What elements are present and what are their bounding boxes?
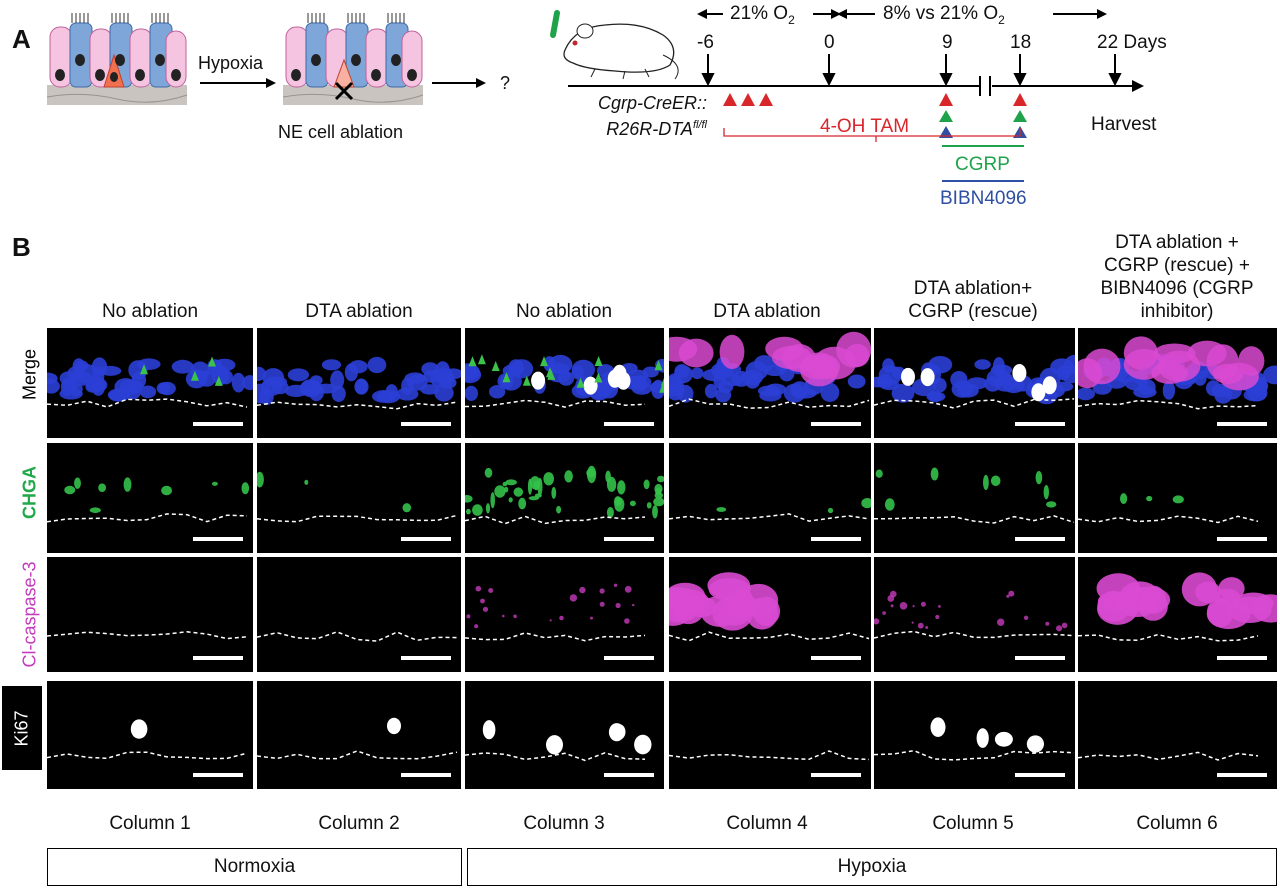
question-mark: ? — [500, 73, 511, 93]
scale-bar — [193, 537, 243, 541]
scale-bar — [1217, 773, 1267, 777]
row-label-chga: CHGA — [19, 466, 40, 519]
micrograph-ki67-col1 — [47, 681, 253, 789]
micrograph-chga-col6 — [1078, 443, 1277, 553]
micrograph-merge-col1 — [47, 328, 253, 438]
epithelium-ablated-illustration — [282, 13, 424, 105]
tam-label: 4-OH TAM — [820, 116, 910, 137]
day-tick-22: 22 Days — [1097, 32, 1167, 53]
scale-bar — [811, 537, 861, 541]
scale-bar — [401, 537, 451, 541]
scale-bar — [401, 773, 451, 777]
micrograph-ki67-col5 — [874, 681, 1075, 789]
scale-bar — [604, 773, 654, 777]
o2-phase1-label: 21% O2 — [730, 3, 795, 27]
micrograph-caspase-col2 — [257, 557, 461, 672]
micrograph-chga-col1 — [47, 443, 253, 553]
micrograph-caspase-col1 — [47, 557, 253, 672]
micrograph-merge-col2 — [257, 328, 461, 438]
scale-bar — [604, 422, 654, 426]
column-header-2: DTA ablation — [305, 301, 413, 322]
column-number-1: Column 1 — [109, 813, 191, 834]
micrograph-caspase-col3 — [465, 557, 664, 672]
scale-bar — [401, 422, 451, 426]
panel-b-letter: B — [12, 232, 31, 262]
day-tick-18: 18 — [1010, 32, 1032, 53]
epithelium-normal-illustration — [46, 13, 188, 105]
ablation-caption: NE cell ablation — [278, 122, 404, 142]
micrograph-merge-col5 — [874, 328, 1075, 438]
scale-bar — [811, 656, 861, 660]
harvest-label: Harvest — [1091, 114, 1157, 135]
column-number-4: Column 4 — [726, 813, 808, 834]
scale-bar — [193, 773, 243, 777]
row-label-ki67: Ki67 — [11, 710, 32, 747]
micrograph-chga-col3 — [465, 443, 664, 553]
group-hypoxia: Hypoxia — [467, 848, 1277, 886]
group-hypoxia-label: Hypoxia — [837, 856, 907, 877]
scale-bar — [604, 537, 654, 541]
row-label-ki67-box — [2, 686, 42, 770]
day-tick-0: 0 — [824, 32, 835, 53]
o2-phase1-arrows — [697, 9, 841, 19]
scale-bar — [1217, 537, 1267, 541]
bibn-bar — [942, 180, 1024, 182]
row-label-caspase: Cl-caspase-3 — [19, 561, 40, 668]
scale-bar — [811, 422, 861, 426]
micrograph-chga-col2 — [257, 443, 461, 553]
row-label-merge: Merge — [19, 348, 40, 401]
group-normoxia: Normoxia — [47, 848, 462, 886]
column-number-5: Column 5 — [932, 813, 1014, 834]
micrograph-chga-col5 — [874, 443, 1075, 553]
result-arrow — [432, 78, 486, 88]
micrograph-merge-col3 — [465, 328, 664, 438]
micrograph-merge-col6 — [1078, 328, 1277, 438]
hypoxia-arrow — [200, 78, 276, 88]
scale-bar — [1015, 656, 1065, 660]
group-normoxia-label: Normoxia — [213, 856, 296, 877]
scale-bar — [811, 773, 861, 777]
column-number-6: Column 6 — [1136, 813, 1218, 834]
o2-phase2-arrows — [837, 9, 1107, 19]
column-header-3: No ablation — [515, 301, 613, 322]
micrograph-caspase-col4 — [669, 557, 871, 672]
micrograph-ki67-col2 — [257, 681, 461, 789]
scale-bar — [1015, 537, 1065, 541]
column-header-1: No ablation — [101, 301, 199, 322]
timeline-axis — [568, 54, 1144, 147]
scale-bar — [401, 656, 451, 660]
scale-bar — [604, 656, 654, 660]
scale-bar — [1217, 422, 1267, 426]
scale-bar — [193, 422, 243, 426]
panel-a-letter: A — [12, 24, 31, 54]
bibn-label: BIBN4096 — [940, 188, 1027, 209]
micrograph-merge-col4 — [669, 328, 871, 438]
day-tick-minus6: -6 — [697, 32, 714, 53]
scale-bar — [1015, 773, 1065, 777]
column-header-6: DTA ablation + CGRP (rescue) + BIBN4096 … — [1100, 232, 1254, 322]
genotype-label: Cgrp-CreER:: R26R-DTAfl/fl — [597, 93, 707, 139]
column-header-5: DTA ablation+ CGRP (rescue) — [908, 278, 1038, 322]
mouse-illustration — [550, 10, 679, 80]
scale-bar — [1217, 656, 1267, 660]
o2-phase2-label: 8% vs 21% O2 — [883, 3, 1005, 27]
micrograph-ki67-col3 — [465, 681, 664, 789]
hypoxia-arrow-label: Hypoxia — [198, 53, 264, 73]
scale-bar — [193, 656, 243, 660]
micrograph-caspase-col5 — [874, 557, 1075, 672]
micrograph-caspase-col6 — [1078, 557, 1277, 672]
day-tick-9: 9 — [942, 32, 953, 53]
cgrp-label: CGRP — [955, 154, 1010, 175]
column-number-2: Column 2 — [318, 813, 400, 834]
scale-bar — [1015, 422, 1065, 426]
column-number-3: Column 3 — [523, 813, 605, 834]
micrograph-ki67-col6 — [1078, 681, 1277, 789]
micrograph-chga-col4 — [669, 443, 871, 553]
micrograph-ki67-col4 — [669, 681, 871, 789]
column-header-4: DTA ablation — [713, 301, 821, 322]
